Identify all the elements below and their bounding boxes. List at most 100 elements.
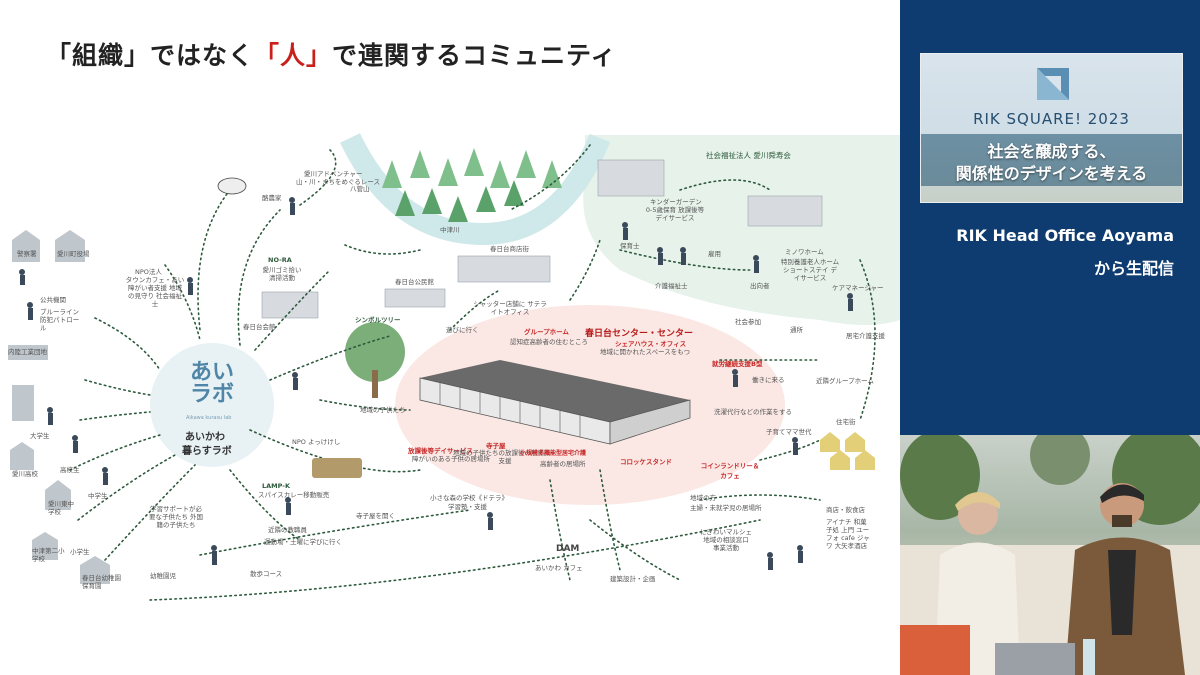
event-banner: RIK SQUARE! 2023 社会を醸成する、 関係性のデザインを考える [920, 53, 1183, 203]
mountain-label: 八菅山 [350, 185, 370, 193]
river [340, 133, 611, 246]
employment-desc: 洗濯代行などの作業をする [714, 408, 792, 416]
title-highlight: 「人」 [254, 41, 333, 70]
school-elem-label: 中津第二小学校 [32, 547, 65, 563]
broadcast-note: から生配信 [1093, 259, 1174, 278]
dropin-label: 働きに来る [752, 376, 785, 384]
presentation-slide: 「組織」ではなく「人」で連関するコミュニティ [0, 0, 900, 675]
blue-line-label: ブルーライン 防犯パトロール [40, 308, 80, 332]
exhibition-label: 近隣の教職員 [268, 526, 307, 534]
relation-arrows [69, 144, 876, 601]
center-building-icon [419, 360, 691, 445]
food-truck-icon [312, 458, 362, 478]
housing-label: 住宅街 [836, 418, 856, 426]
hub-sub-2: 暮らすラボ [182, 446, 232, 457]
school-middle-label: 愛川東中学校 [48, 500, 74, 516]
home-care-label: 居宅介護支援 [846, 332, 885, 340]
people-icons [19, 197, 853, 570]
cattle-label: 酪農家 [262, 194, 282, 202]
employment-label: 就労継続支援B型 [712, 360, 763, 368]
title-part-1: 「組織」ではなく [46, 41, 255, 70]
river-label: 中津川 [440, 226, 460, 234]
share-house-label: シェアハウス・オフィス [615, 340, 687, 348]
parenting-label: 子育てママ世代 [766, 428, 812, 436]
ship-label: ミノワホーム [785, 248, 824, 256]
npo-yokkeshi-label: NPO よっけけし [292, 438, 341, 446]
event-theme-line-1: 社会を醸成する、 [987, 142, 1116, 161]
hub-name-2: ラボ [189, 382, 234, 407]
walking-label: 散歩コース [250, 570, 283, 578]
small-school-desc: 学習塾・支援 [448, 503, 487, 511]
care-mgr-label: ケアマネージャー [832, 284, 884, 292]
exhibition-desc: 運動場・土曜に学びに行く [264, 538, 342, 546]
middle-label: 中学生 [88, 492, 108, 500]
residential-icons [820, 432, 875, 470]
share-desc: 地域に開かれたスペースをもつ [600, 348, 690, 356]
event-name: RIK SQUARE! 2023 [973, 110, 1130, 128]
elementary-label: 小学生 [70, 548, 90, 556]
high-label: 高校生 [60, 466, 80, 474]
event-theme-line-2: 関係性のデザインを考える [955, 164, 1148, 183]
center-title: 春日台センター・センター [585, 329, 694, 339]
forest-icons [382, 148, 562, 222]
small-school-label: 小さな森の学校《ドテラ》 [430, 494, 508, 502]
design-label: 建築設計・企画 [610, 575, 656, 583]
university-label: 大学生 [30, 432, 50, 440]
farm-desc: 山・川・まちをめぐるレース [296, 178, 381, 186]
cow-icon [217, 177, 247, 195]
symbol-tree-icon [345, 322, 405, 382]
npo-hall-label: NPO法人 [135, 268, 162, 276]
small-care-desc: 高齢者の居場所 [540, 460, 586, 468]
slide-title: 「組織」ではなく「人」で連関するコミュニティ [46, 36, 617, 72]
neighbor-label: 近隣グループホーム [816, 377, 874, 385]
police-label: 警察署 [17, 250, 37, 258]
water-bottle [1083, 639, 1095, 675]
kindergarten-label: キンダーガーデン [650, 198, 702, 206]
school-nursery-label: 春日台幼稚園 保育園 [82, 574, 121, 590]
event-side-panel: RIK SQUARE! 2023 社会を醸成する、 関係性のデザインを考える R… [900, 0, 1200, 435]
commute-label: 通所 [790, 326, 803, 334]
group-home-label: グループホーム [524, 328, 569, 336]
community-join-label: 社会参加 [735, 318, 761, 326]
house-icons [8, 230, 110, 584]
broadcast-location: RIK Head Office Aoyama [956, 226, 1174, 245]
lamp-label: LAMP-K [262, 482, 291, 490]
kindergarten-desc: 0-5歳保育 放課後等デイサービス [645, 206, 705, 222]
tree-desc: 地域の子供たち [360, 406, 406, 414]
day-desc: 障がいのある子供の居場所 [412, 455, 490, 463]
volunteer-label: 地域の方 [690, 494, 716, 502]
speaker-woman [900, 491, 1020, 675]
play-label: 遊びに行く [446, 326, 479, 334]
laptop [995, 643, 1075, 675]
npo-hall-desc: タウンカフェ・あい 障がい者支援 地域の見守り 社会福祉士 [125, 276, 185, 308]
title-part-2: で連関するコミュニティ [332, 41, 617, 70]
terakoya-desc: 地域の子供たちの放課後の居場所・支援 [453, 449, 557, 465]
hub-sub-1: あいかわ [185, 432, 225, 443]
dining-desc: アイナチ 和菓子処 上門 ユーフォ cafe ジャワ 大矢孝酒店 [826, 518, 870, 550]
city-label: 愛川町役場 [57, 250, 90, 258]
employment-flow-label: 雇用 [708, 250, 721, 258]
caregiver-label: 介護福祉士 [655, 282, 688, 290]
group-home-desc: 認知症高齢者の住むところ [510, 338, 588, 346]
terakoya-label: 寺子屋 [486, 442, 506, 450]
dining-label: 商店・飲食店 [826, 506, 865, 514]
hub-name-1: あい [189, 360, 234, 385]
dam-label: DAM [556, 544, 580, 554]
hub-circle [150, 343, 274, 467]
npo-ra-label: NO-RA [268, 256, 292, 264]
laundry-label: コインランドリー＆カフェ [700, 462, 760, 480]
speaker-camera [900, 435, 1200, 675]
day-service-label: 放課後等デイサービス [408, 447, 473, 455]
farm-label: 愛川アドベンチャー [304, 170, 363, 178]
banner-photo-band [921, 134, 1182, 186]
ship-desc: 特別養護老人ホーム ショートステイ デイサービス [780, 258, 840, 282]
assembly-label: 春日台公民館 [395, 278, 434, 286]
rik-logo-icon [1037, 68, 1069, 100]
nurse-label: 保育士 [620, 242, 640, 250]
learning-support-label: 学習サポートが必要な子供たち 外国籍の子供たち [148, 505, 204, 529]
volunteer-desc: 主婦・未就学児の居場所 [690, 504, 762, 512]
lamp-desc: スパイスカレー移動販売 [258, 491, 330, 499]
small-care-label: 小規模多機能型居宅介護 [520, 450, 587, 457]
community-diagram [8, 133, 900, 601]
